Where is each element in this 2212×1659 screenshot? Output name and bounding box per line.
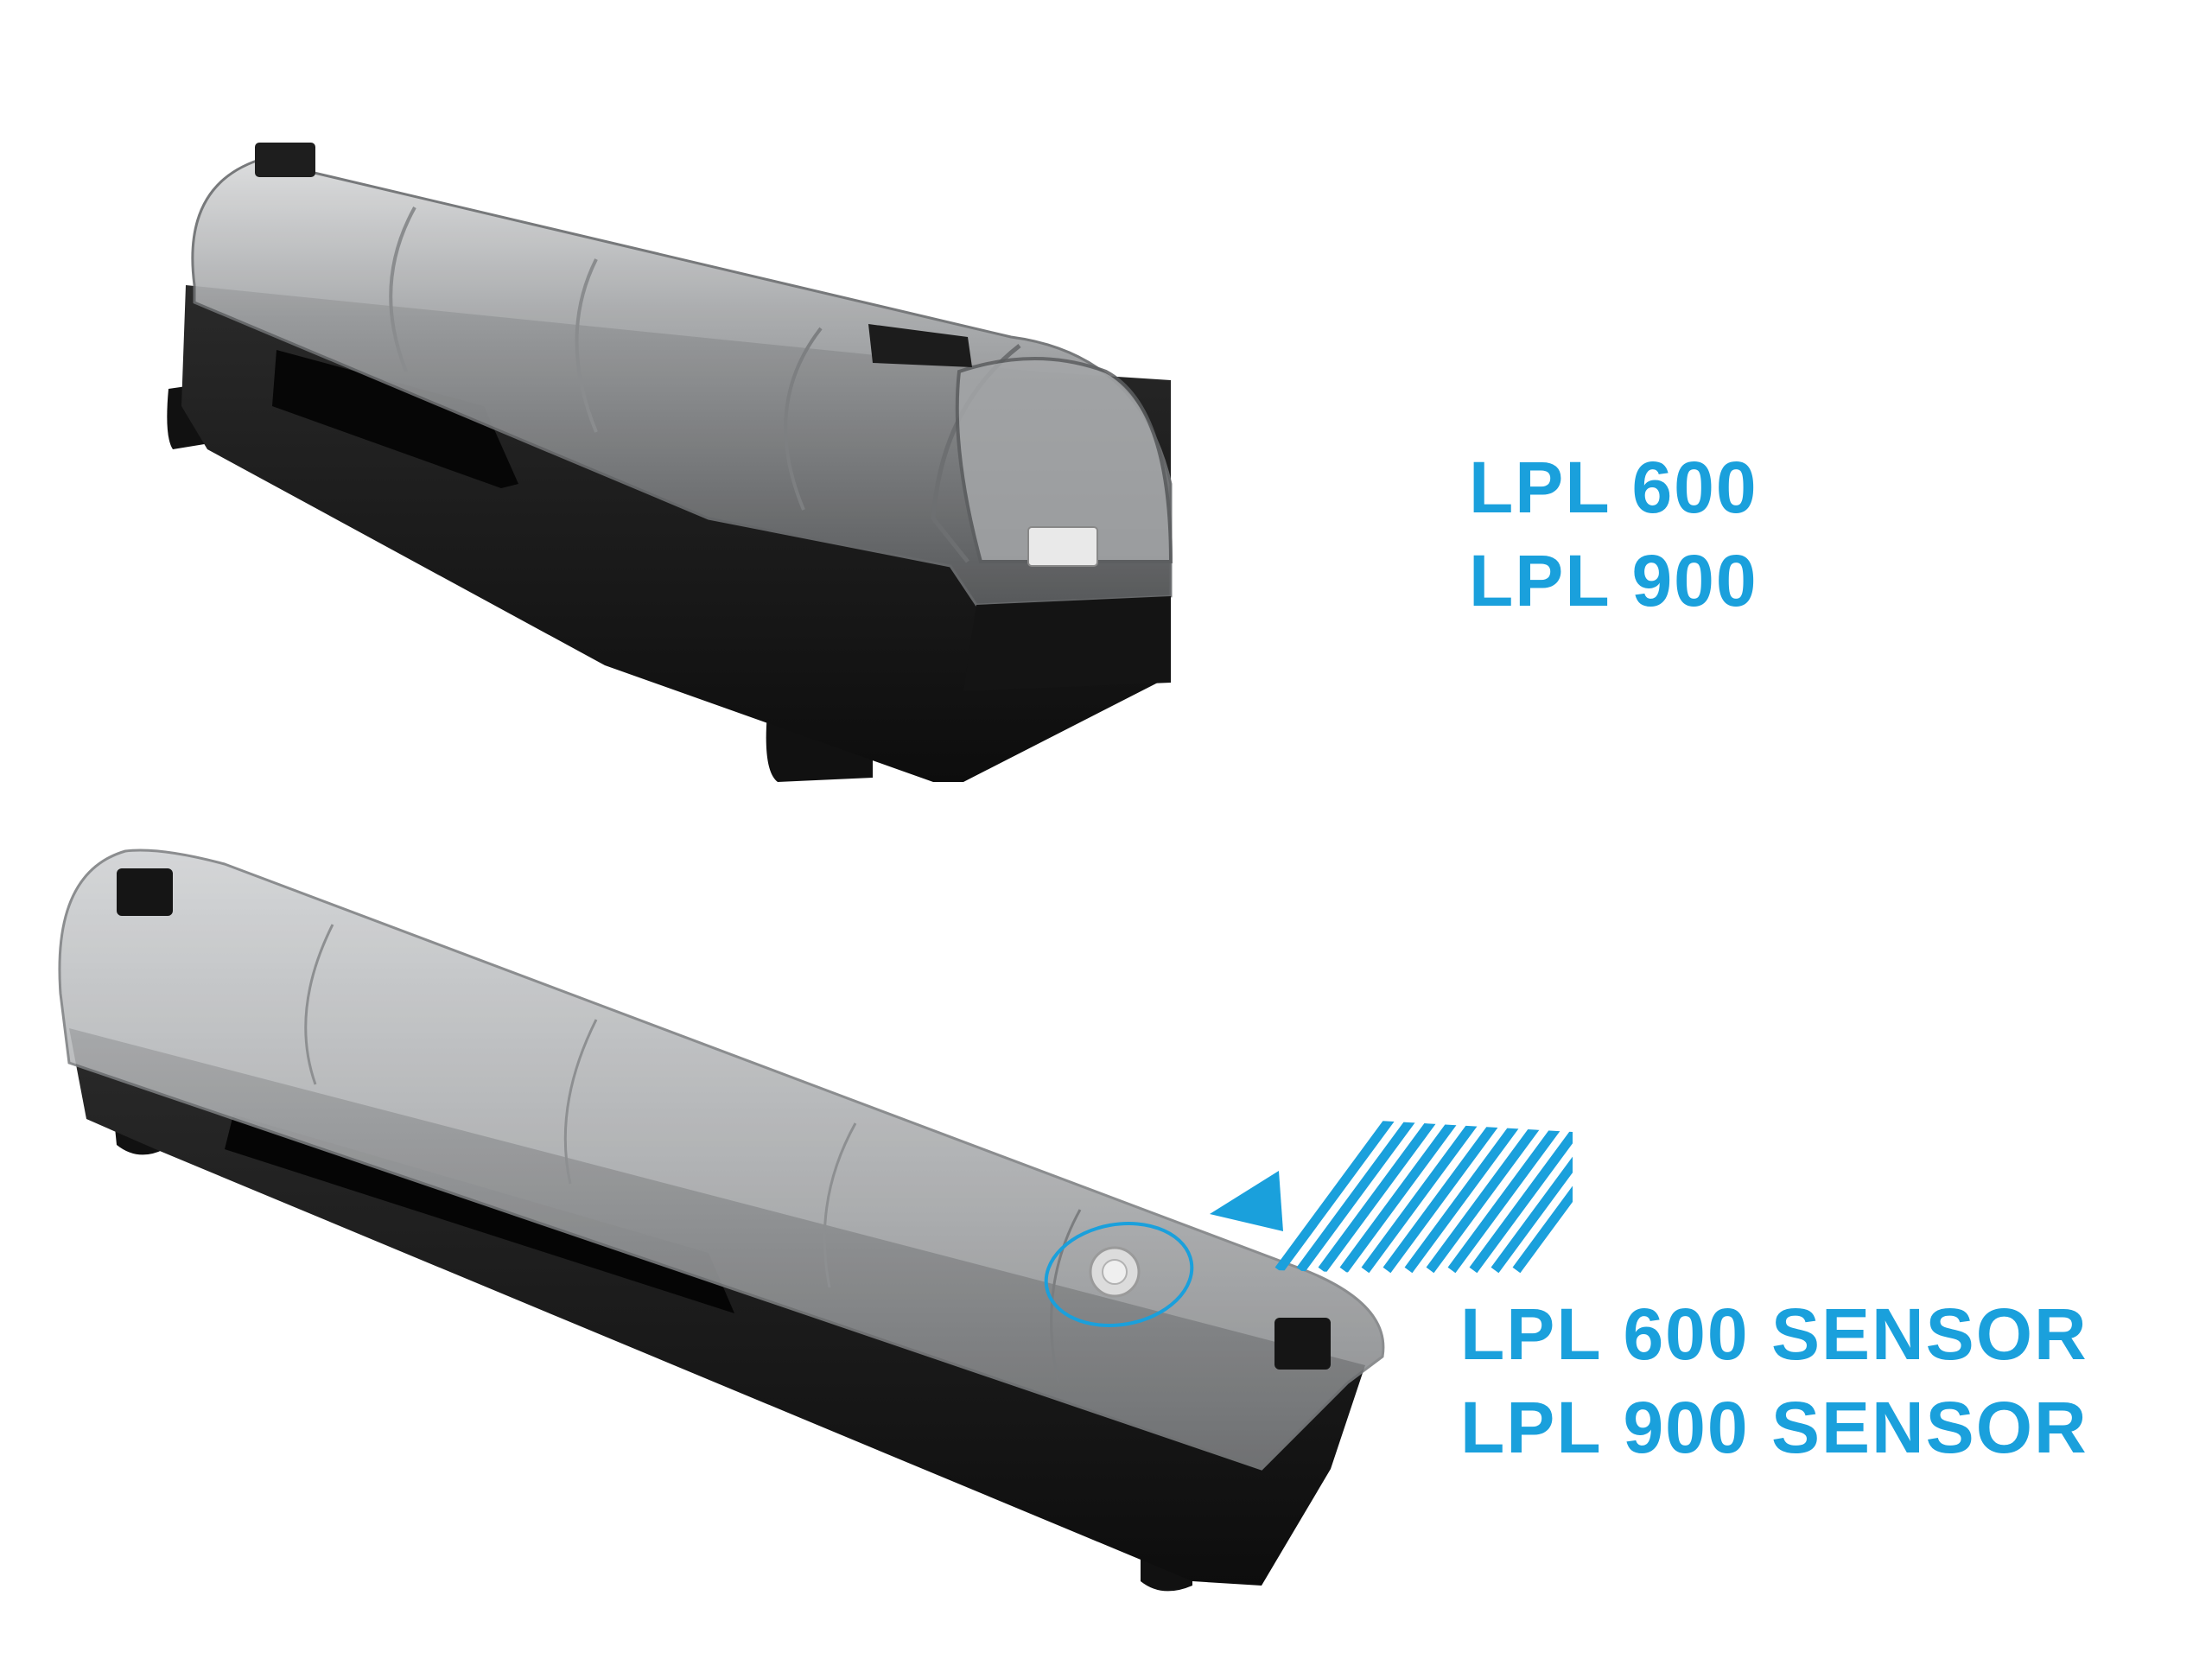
cover-ring (784, 327, 823, 511)
fixture-cover (191, 158, 1173, 607)
cover-ring (823, 1122, 857, 1288)
top-clip-back (255, 143, 315, 177)
base-front-band (963, 596, 1171, 691)
end-clip-left (117, 868, 173, 916)
lpl-fixture-icon (167, 143, 1173, 782)
end-connector (1027, 526, 1098, 567)
arrow-stripes (1274, 1115, 1573, 1274)
model-name-lpl-600: LPL 600 (1469, 447, 1758, 528)
sensor-direction-arrow-icon (1210, 1115, 1573, 1274)
sensor-lens-inner (1102, 1259, 1128, 1285)
end-cap (955, 357, 1173, 563)
base-slot (225, 1115, 734, 1313)
model-name-lpl-900-sensor: LPL 900 SENSOR (1460, 1387, 2088, 1468)
cover-ring (389, 207, 416, 372)
cover-ring (575, 258, 598, 433)
end-clip-right (1274, 1318, 1331, 1370)
base-slot (272, 350, 518, 488)
sensor-highlight-ring (1044, 1222, 1194, 1327)
cover-ring (304, 924, 334, 1085)
lpl-sensor-fixture-icon (58, 849, 1385, 1592)
cover-ring (563, 1019, 598, 1185)
model-name-lpl-600-sensor: LPL 600 SENSOR (1460, 1294, 2088, 1375)
arrow-head (1210, 1171, 1283, 1231)
product-label-standard: LPL 600 LPL 900 (1469, 441, 1758, 627)
product-label-sensor: LPL 600 SENSOR LPL 900 SENSOR (1460, 1287, 2088, 1474)
model-name-lpl-900: LPL 900 (1469, 540, 1758, 621)
cover-ring (1050, 1209, 1082, 1383)
top-clip-front (868, 324, 972, 367)
